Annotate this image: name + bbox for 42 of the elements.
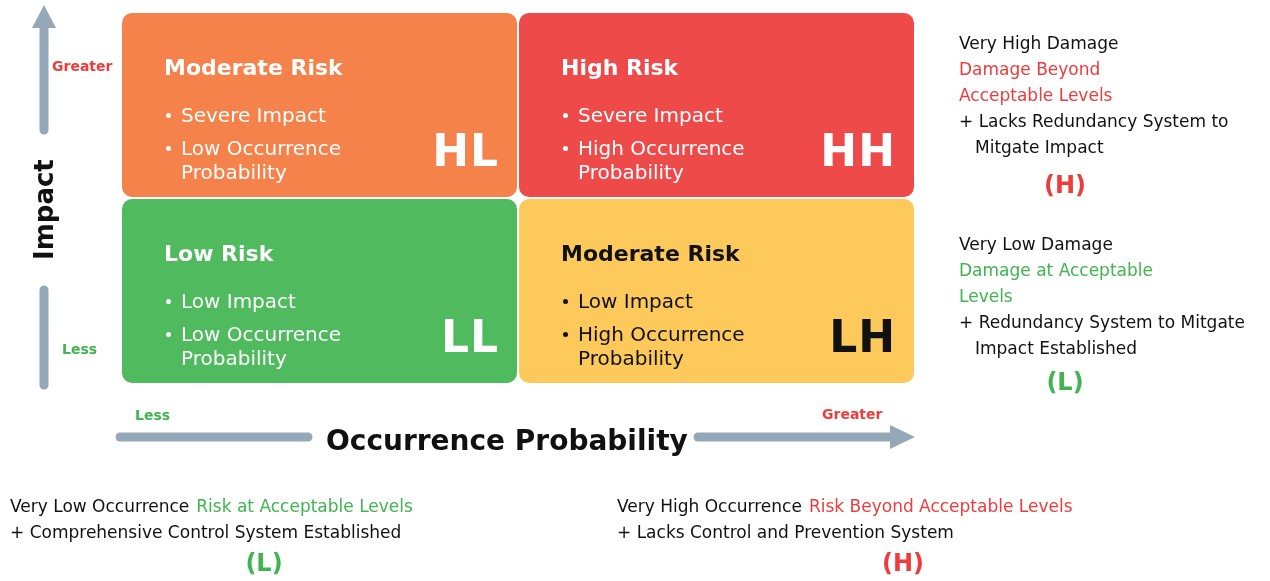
note-text: Damage Beyond Acceptable Levels [959, 58, 1114, 107]
bullet-text: Low Occurrence Probability [164, 136, 411, 184]
axis-end-label: Greater [52, 57, 113, 76]
note-text: + Lacks Redundancy System to Mitgate Impact [959, 110, 1230, 159]
note-text: Damage at Acceptable Levels [959, 259, 1154, 308]
note-text: Risk at Acceptable Levels [196, 495, 413, 518]
axis-title: Occurrence Probability [326, 423, 688, 459]
note-text: + Comprehensive Control System Established [10, 521, 402, 544]
bullet-text: Low Occurrence Probability [164, 322, 411, 370]
risk-quadrant [519, 199, 914, 383]
bullet-text: Severe Impact [561, 103, 808, 127]
note-text: Very High Occurrence [617, 495, 802, 518]
note-text: + Redundancy System to Mitgate Impact Established [959, 311, 1246, 360]
rating-label: (H) [1043, 172, 1087, 198]
axis-end-label: Less [62, 340, 98, 359]
note-text: Very Low Occurrence [10, 495, 190, 518]
quadrant-title: Moderate Risk [561, 240, 740, 266]
risk-quadrant [122, 13, 517, 197]
quadrant-title: Moderate Risk [164, 54, 343, 80]
quadrant-code: HH [820, 129, 896, 173]
axis-end-label: Less [135, 406, 171, 425]
quadrant-title: High Risk [561, 54, 679, 80]
risk-quadrant [122, 199, 517, 383]
note-text: Very High Damage [959, 32, 1119, 55]
axis-title: Impact [28, 160, 60, 260]
bullet-text: Severe Impact [164, 103, 411, 127]
bullet-text: High Occurrence Probability [561, 136, 808, 184]
quadrant-code: HL [432, 129, 499, 173]
rating-label: (L) [244, 550, 284, 576]
axis-end-label: Greater [822, 405, 883, 424]
risk-quadrant [519, 13, 914, 197]
bullet-text: Low Impact [164, 289, 411, 313]
note-text: Very Low Damage [959, 233, 1113, 256]
quadrant-title: Low Risk [164, 240, 274, 266]
note-text: + Lacks Control and Prevention System [617, 521, 954, 544]
quadrant-code: LH [829, 315, 896, 359]
rating-label: (L) [1045, 369, 1085, 395]
rating-label: (H) [881, 550, 925, 576]
bullet-text: High Occurrence Probability [561, 322, 808, 370]
note-text: Risk Beyond Acceptable Levels [808, 495, 1073, 518]
bullet-text: Low Impact [561, 289, 808, 313]
quadrant-code: LL [440, 315, 499, 359]
